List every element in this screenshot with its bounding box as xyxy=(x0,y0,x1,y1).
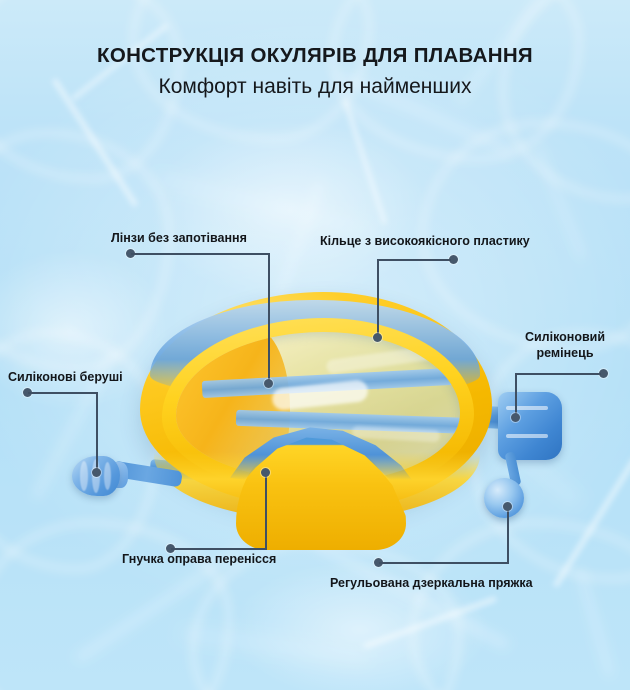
callout-label-silicone-strap: Силіконовий ремінець xyxy=(524,330,606,360)
page-subtitle: Комфорт навіть для найменших xyxy=(158,75,472,99)
callout-label-anti-fog-lens: Лінзи без запотівання xyxy=(111,231,247,245)
adjustable-buckle xyxy=(498,392,562,460)
page-title: КОНСТРУКЦІЯ ОКУЛЯРІВ ДЛЯ ПЛАВАННЯ xyxy=(97,44,533,67)
callout-label-plastic-ring: Кільце з високоякісного пластику xyxy=(320,234,530,248)
header-block: КОНСТРУКЦІЯ ОКУЛЯРІВ ДЛЯ ПЛАВАННЯ Комфор… xyxy=(0,44,630,100)
callout-label-nose-bridge: Гнучка оправа перенісся xyxy=(122,552,277,566)
callout-label-silicone-earplugs: Силіконові беруші xyxy=(8,370,123,384)
callout-label-adjustable-buckle: Регульована дзеркальна пряжка xyxy=(330,576,533,590)
buckle-knob xyxy=(484,478,524,518)
